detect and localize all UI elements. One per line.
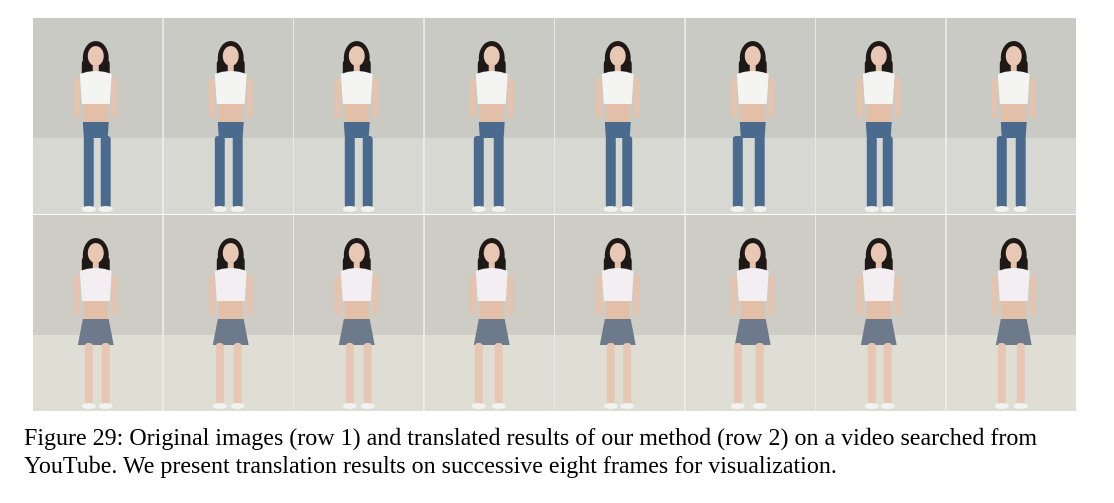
translated-frame-5 — [555, 215, 686, 411]
translated-frame-1 — [33, 215, 164, 411]
translated-frame-8 — [946, 215, 1076, 411]
translated-frame-4 — [424, 215, 555, 411]
original-frame-3 — [294, 18, 425, 214]
translated-frame-6 — [685, 215, 816, 411]
original-frame-8 — [946, 18, 1076, 214]
figure-image-grid — [33, 18, 1076, 411]
original-frame-6 — [685, 18, 816, 214]
figure-caption: Figure 29: Original images (row 1) and t… — [24, 425, 1038, 479]
original-frame-1 — [33, 18, 164, 214]
row-original — [33, 18, 1076, 214]
original-frame-2 — [163, 18, 294, 214]
original-frame-5 — [555, 18, 686, 214]
translated-frame-7 — [816, 215, 947, 411]
original-frame-7 — [816, 18, 947, 214]
translated-frame-3 — [294, 215, 425, 411]
row-translated — [33, 215, 1076, 411]
translated-frame-2 — [163, 215, 294, 411]
original-frame-4 — [424, 18, 555, 214]
